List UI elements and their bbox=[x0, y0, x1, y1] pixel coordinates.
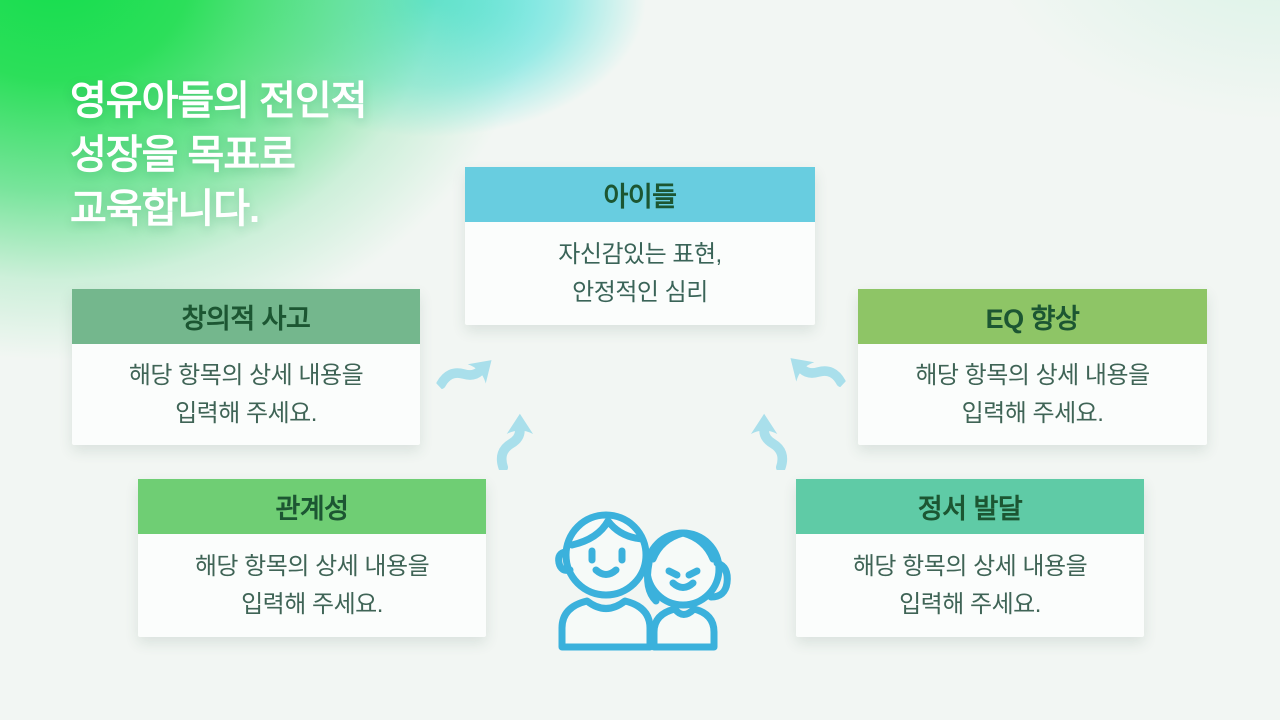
curved-arrow-up-right-icon bbox=[433, 340, 510, 416]
curved-arrow-up-from-right-icon bbox=[740, 412, 790, 470]
card-children[interactable]: 아이들 자신감있는 표현, 안정적인 심리 bbox=[465, 167, 815, 325]
curved-arrow-up-from-left-icon bbox=[494, 412, 544, 470]
card-eq-improvement-body[interactable]: 해당 항목의 상세 내용을 입력해 주세요. bbox=[915, 361, 1150, 427]
card-relationship-body[interactable]: 해당 항목의 상세 내용을 입력해 주세요. bbox=[194, 552, 430, 618]
card-creative-thinking-header[interactable]: 창의적 사고 bbox=[72, 289, 420, 344]
children-icon bbox=[555, 511, 731, 651]
card-children-header[interactable]: 아이들 bbox=[465, 167, 815, 222]
title-line-1: 영유아들의 전인적 bbox=[70, 79, 368, 123]
card-creative-thinking-body[interactable]: 해당 항목의 상세 내용을 입력해 주세요. bbox=[128, 361, 364, 427]
card-emotional-growth-header[interactable]: 정서 발달 bbox=[796, 479, 1144, 534]
card-eq-improvement-header[interactable]: EQ 향상 bbox=[858, 289, 1207, 344]
card-creative-thinking[interactable]: 창의적 사고 해당 항목의 상세 내용을 입력해 주세요. bbox=[72, 289, 420, 445]
curved-arrow-up-left-icon bbox=[773, 338, 850, 414]
card-relationship[interactable]: 관계성 해당 항목의 상세 내용을 입력해 주세요. bbox=[138, 479, 486, 637]
card-eq-improvement[interactable]: EQ 향상 해당 항목의 상세 내용을 입력해 주세요. bbox=[858, 289, 1207, 445]
title-line-2: 성장을 목표로 bbox=[70, 133, 296, 177]
slide-title[interactable]: 영유아들의 전인적 성장을 목표로 교육합니다. bbox=[70, 74, 368, 236]
card-emotional-growth-body[interactable]: 해당 항목의 상세 내용을 입력해 주세요. bbox=[852, 552, 1088, 618]
card-creative-thinking-title: 창의적 사고 bbox=[181, 304, 311, 334]
title-line-3: 교육합니다. bbox=[70, 187, 260, 231]
card-children-title: 아이들 bbox=[603, 182, 677, 212]
card-relationship-header[interactable]: 관계성 bbox=[138, 479, 486, 534]
card-children-body[interactable]: 자신감있는 표현, 안정적인 심리 bbox=[558, 240, 722, 306]
card-emotional-growth-title: 정서 발달 bbox=[917, 494, 1023, 524]
card-eq-improvement-title: EQ 향상 bbox=[985, 304, 1080, 334]
card-relationship-title: 관계성 bbox=[275, 494, 349, 524]
card-emotional-growth[interactable]: 정서 발달 해당 항목의 상세 내용을 입력해 주세요. bbox=[796, 479, 1144, 637]
